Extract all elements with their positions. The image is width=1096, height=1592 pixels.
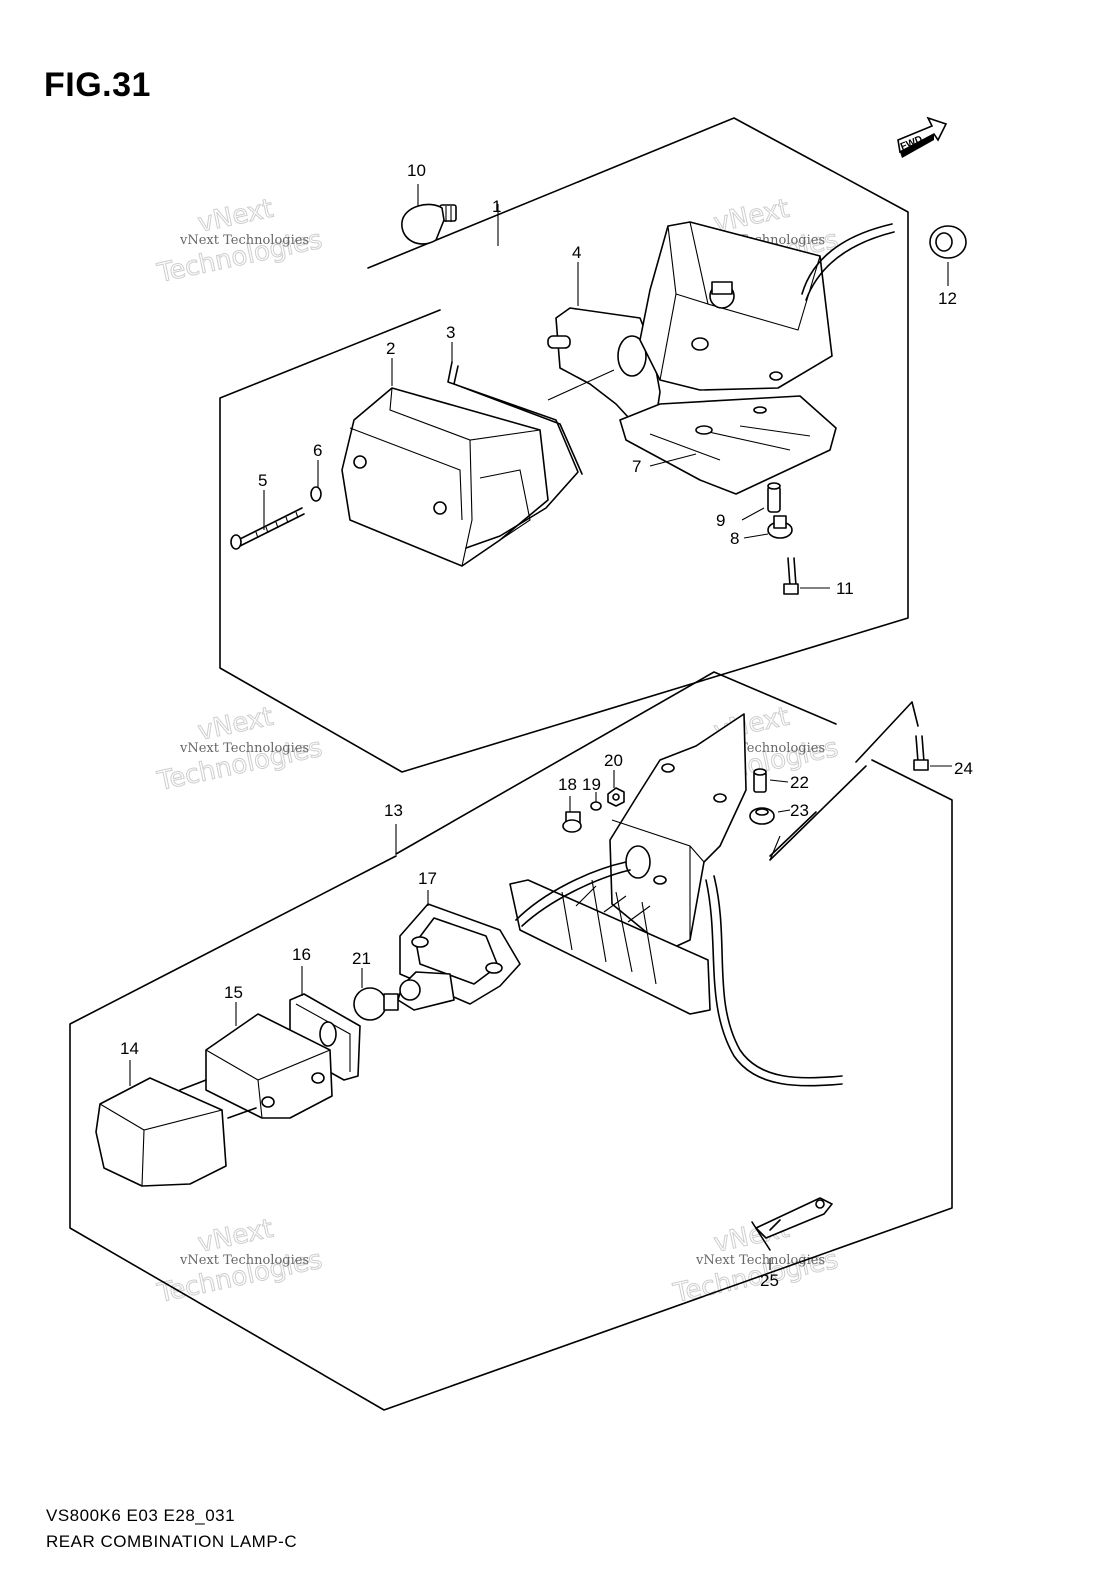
- leader-lines-top: [263, 184, 949, 589]
- part-23-cushion: [749, 807, 775, 825]
- watermark-text: vNext Technologies: [179, 233, 309, 248]
- part-15-housing: [205, 1013, 333, 1119]
- part-4-plate: [547, 307, 661, 431]
- part-17-holder: [397, 903, 521, 1011]
- part-18-grommet: [562, 811, 582, 833]
- part-2-lens: [341, 387, 549, 567]
- figure-title: FIG.31: [44, 66, 151, 104]
- part-6-washer: [310, 486, 322, 502]
- watermark: vNext Technologies vNext Technologies: [154, 193, 326, 289]
- callout-22: 22: [790, 773, 809, 792]
- footer-model-code: VS800K6 E03 E28_031: [46, 1506, 236, 1525]
- callout-10: 10: [407, 161, 426, 180]
- callout-24: 24: [954, 759, 973, 778]
- callout-14: 14: [120, 1039, 139, 1058]
- callout-7: 7: [632, 457, 641, 476]
- callout-8: 8: [730, 529, 739, 548]
- watermark-text: vNext Technologies: [179, 741, 309, 756]
- callout-3: 3: [446, 323, 455, 342]
- callout-6: 6: [313, 441, 322, 460]
- callout-18: 18: [558, 775, 577, 794]
- fwd-arrow-icon: FWD: [897, 116, 948, 158]
- branch-lines: [769, 701, 919, 861]
- callout-15: 15: [224, 983, 243, 1002]
- callout-11: 11: [836, 579, 854, 598]
- callout-16: 16: [292, 945, 311, 964]
- callout-21: 21: [352, 949, 371, 968]
- watermark-text: vNext Technologies: [179, 1253, 309, 1268]
- part-13-bracket: [509, 713, 843, 1087]
- part-12-grommet: [929, 225, 967, 259]
- part-14-lens: [95, 1077, 257, 1187]
- part-5-screw: [230, 507, 305, 550]
- watermark: vNext Technologies vNext Technologies: [154, 701, 326, 797]
- assembly-1-outline: [219, 117, 909, 773]
- callout-25: 25: [760, 1271, 779, 1290]
- footer-section-title: REAR COMBINATION LAMP-C: [46, 1532, 298, 1551]
- callout-2: 2: [386, 339, 395, 358]
- callout-19: 19: [582, 775, 601, 794]
- part-11-bolt: [783, 557, 799, 595]
- part-21-bulb: [353, 987, 399, 1021]
- watermark: vNext Technologies vNext Technologies: [154, 1213, 326, 1309]
- callout-9: 9: [716, 511, 725, 530]
- part-22-collar: [753, 768, 767, 793]
- callout-13: 13: [384, 801, 403, 820]
- part-7-housing: [619, 221, 895, 495]
- callout-23: 23: [790, 801, 809, 820]
- part-24-bolt: [913, 735, 952, 771]
- leader-lines-bottom: [129, 770, 791, 1270]
- callout-5: 5: [258, 471, 267, 490]
- callout-1: 1: [492, 197, 501, 216]
- part-20-nut: [607, 787, 625, 807]
- callout-4: 4: [572, 243, 581, 262]
- part-8-cushion: [767, 515, 793, 539]
- part-19-washer: [590, 801, 602, 811]
- callout-17: 17: [418, 869, 437, 888]
- callout-12: 12: [938, 289, 957, 308]
- part-25-clamp: [751, 1197, 833, 1251]
- callout-20: 20: [604, 751, 623, 770]
- part-10-bulb: [401, 203, 457, 245]
- part-9-collar: [767, 482, 781, 513]
- part-3-gasket: [447, 361, 583, 549]
- assembly-13-outline: [69, 671, 953, 1411]
